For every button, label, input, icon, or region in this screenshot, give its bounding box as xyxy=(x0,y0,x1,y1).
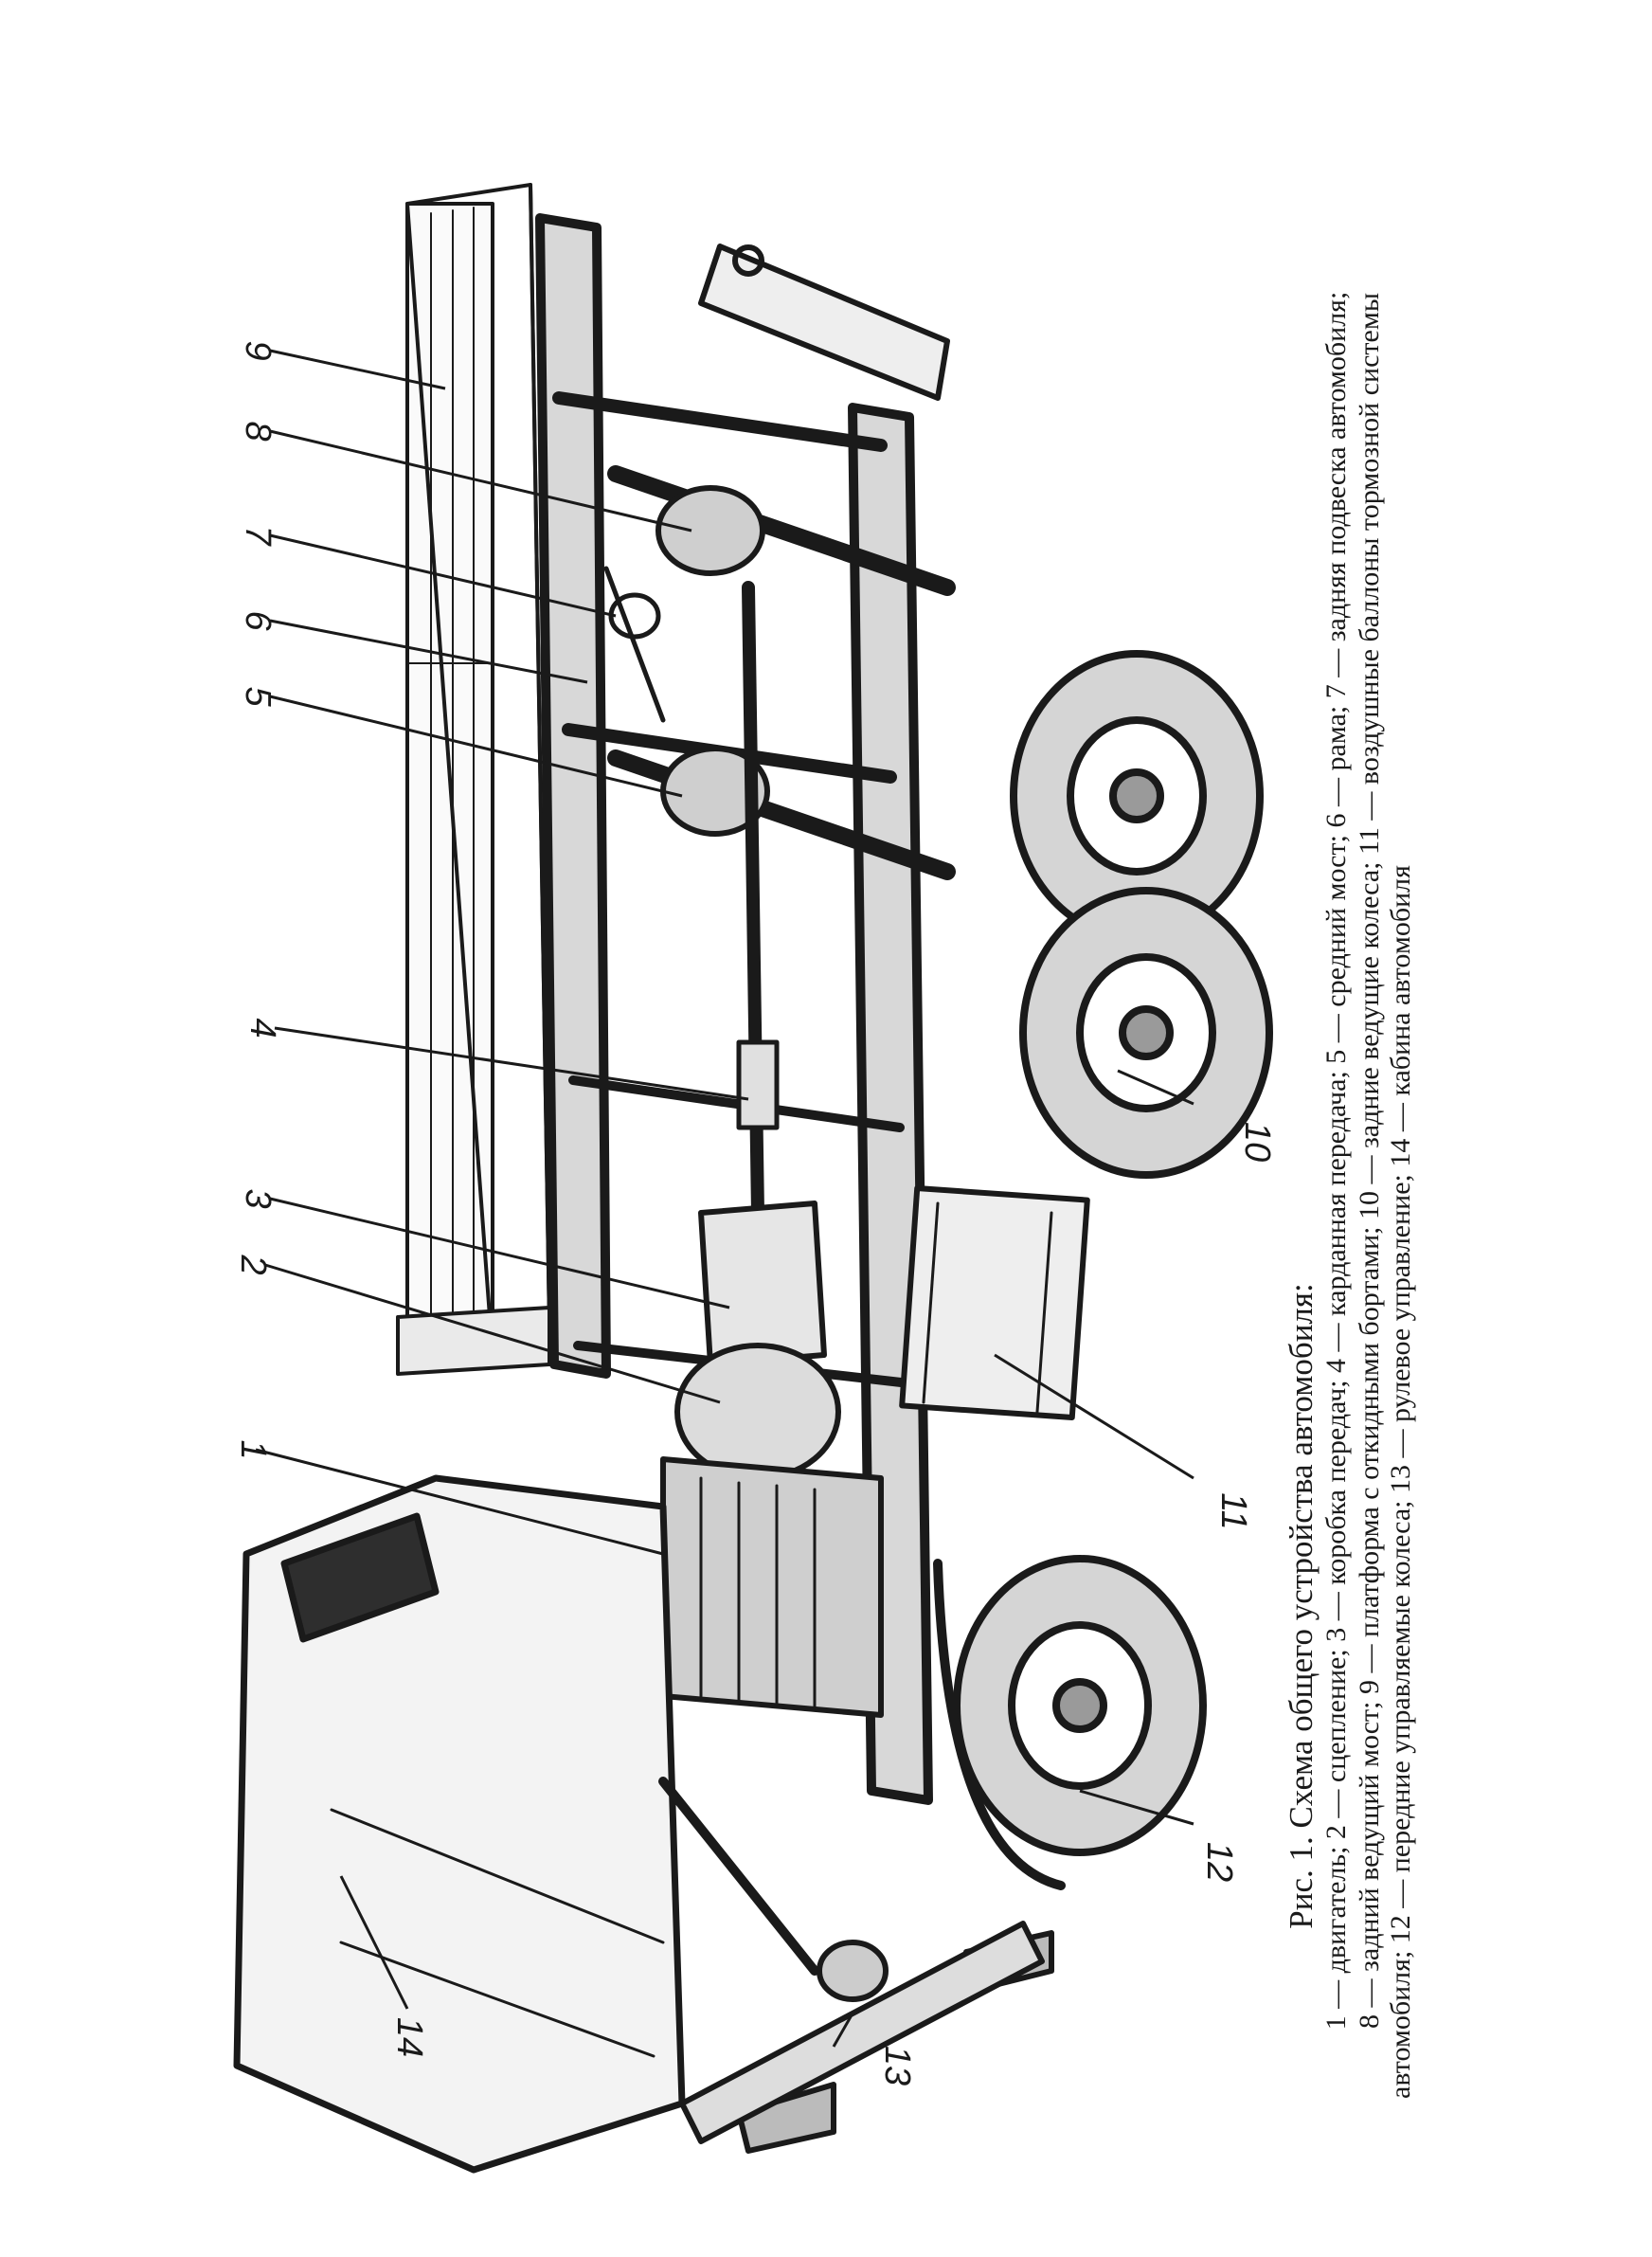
propeller-shaft xyxy=(736,581,780,1219)
leader-12 xyxy=(1079,1789,1194,1826)
caption: Рис. 1. Схема общего устройства автомоби… xyxy=(1283,292,1416,2099)
leader-11 xyxy=(994,1353,1194,1480)
rear-drive-wheels xyxy=(1010,650,1273,1179)
middle-axle xyxy=(607,746,956,880)
callout-12: 12 xyxy=(1199,1842,1239,1882)
cargo-platform xyxy=(396,183,551,1376)
callout-11: 11 xyxy=(1213,1492,1253,1529)
leader-14 xyxy=(339,1875,409,2010)
callout-5: 5 xyxy=(238,686,278,707)
front-bumper xyxy=(679,1921,1045,2144)
front-steered-wheel xyxy=(933,1555,1207,1890)
callout-8: 8 xyxy=(238,421,278,441)
callout-13: 13 xyxy=(877,2046,917,2085)
leader-4 xyxy=(274,1026,749,1101)
leader-9 xyxy=(269,349,446,390)
caption-line-1: 1 — двигатель; 2 — сцепление; 3 — коробк… xyxy=(1320,292,1352,2031)
leader-1 xyxy=(255,1448,664,1556)
leader-8 xyxy=(269,429,692,533)
leader-5 xyxy=(269,695,683,798)
rear-bumper xyxy=(698,244,950,401)
rear-suspension xyxy=(603,566,666,723)
callout-1: 1 xyxy=(233,1439,273,1459)
callout-7: 7 xyxy=(238,525,278,547)
leader-2 xyxy=(264,1263,721,1404)
callout-10: 10 xyxy=(1237,1122,1277,1162)
callout-6: 6 xyxy=(238,610,278,631)
caption-line-2: 8 — задний ведущий мост; 9 — платформа с… xyxy=(1354,293,1385,2029)
leader-3 xyxy=(269,1197,730,1309)
callout-3: 3 xyxy=(238,1188,278,1208)
leader-lines xyxy=(255,349,1194,2048)
callout-4: 4 xyxy=(242,1018,282,1038)
callout-14: 14 xyxy=(389,2017,429,2057)
caption-title: Рис. 1. Схема общего устройства автомоби… xyxy=(1283,1283,1320,1928)
gearbox xyxy=(698,1201,827,1367)
callout-2: 2 xyxy=(233,1254,273,1274)
engine-block xyxy=(660,1456,884,1718)
clutch-housing xyxy=(674,1343,841,1481)
callout-numbers: 1 2 3 4 5 6 7 8 9 10 11 12 13 14 xyxy=(233,340,1277,2085)
leader-7 xyxy=(269,533,617,618)
truck-drawing xyxy=(233,183,1273,2174)
chassis-frame xyxy=(535,213,933,1805)
callout-9: 9 xyxy=(238,340,278,360)
leader-13 xyxy=(832,2013,854,2048)
brake-air-tanks xyxy=(899,1185,1090,1420)
rear-drive-axle xyxy=(607,465,956,596)
cab xyxy=(233,1474,686,2174)
caption-line-3: автомобиля; 12 — передние управляемые ко… xyxy=(1385,865,1416,2099)
leader-6 xyxy=(269,619,588,684)
leader-10 xyxy=(1117,1069,1194,1106)
